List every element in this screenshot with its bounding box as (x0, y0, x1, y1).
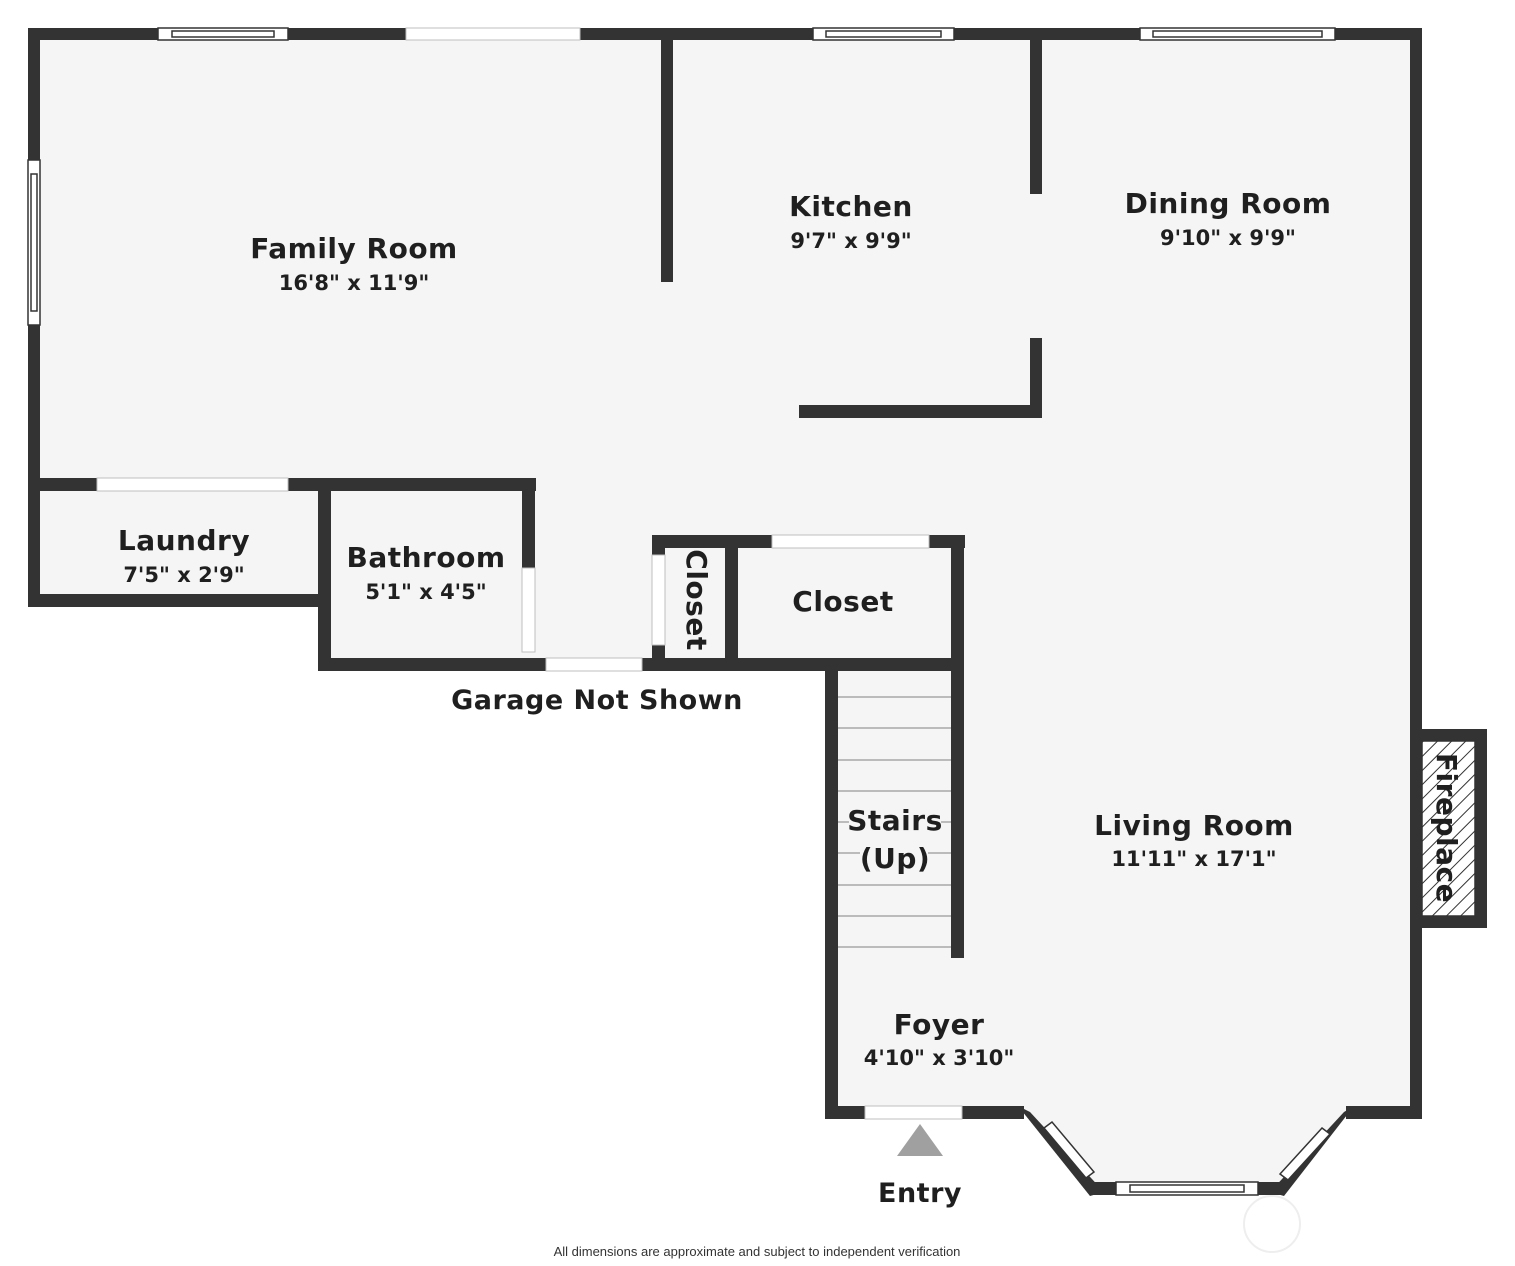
walls (28, 28, 1487, 1196)
living-room-name: Living Room (1094, 809, 1294, 842)
foyer-dims: 4'10" x 3'10" (864, 1046, 1015, 1070)
doorway (545, 657, 643, 672)
bathroom-name: Bathroom (346, 541, 505, 574)
foyer-name: Foyer (894, 1008, 985, 1041)
window (1129, 1184, 1245, 1193)
laundry-name: Laundry (118, 524, 250, 557)
window (1042, 1120, 1096, 1180)
door (864, 1105, 963, 1120)
footer-disclaimer: All dimensions are approximate and subje… (554, 1244, 961, 1259)
entry-arrow-icon (897, 1124, 943, 1156)
floor-area (34, 34, 1416, 1188)
large-closet-name: Closet (792, 585, 893, 618)
doorway (521, 567, 536, 653)
living-room-dims: 11'11" x 17'1" (1111, 847, 1276, 871)
small-closet-name: Closet (680, 549, 713, 650)
doorway (651, 554, 666, 646)
laundry-dims: 7'5" x 2'9" (123, 563, 244, 587)
bathroom-dims: 5'1" x 4'5" (365, 580, 486, 604)
kitchen-dims: 9'7" x 9'9" (790, 229, 911, 253)
window (771, 534, 930, 549)
dining-room-dims: 9'10" x 9'9" (1160, 226, 1296, 250)
window (405, 27, 581, 41)
stair-treads (838, 696, 951, 948)
window (1278, 1126, 1332, 1182)
watermark-circle (1243, 1195, 1301, 1253)
dining-room-name: Dining Room (1125, 187, 1332, 220)
kitchen-name: Kitchen (789, 190, 913, 223)
family-room-name: Family Room (250, 232, 457, 265)
window (825, 30, 942, 38)
window (1152, 30, 1323, 38)
fireplace-name: Fireplace (1430, 753, 1463, 903)
fireplace-hatch (1421, 740, 1476, 917)
entry-label: Entry (878, 1178, 962, 1209)
window (171, 30, 275, 38)
window (30, 173, 38, 312)
windows (27, 27, 1336, 1196)
garage-note: Garage Not Shown (451, 685, 743, 716)
stairs-label-line2: (Up) (860, 842, 930, 875)
stairs-label-line1: Stairs (847, 804, 943, 837)
family-room-dims: 16'8" x 11'9" (279, 271, 430, 295)
window (96, 477, 289, 492)
